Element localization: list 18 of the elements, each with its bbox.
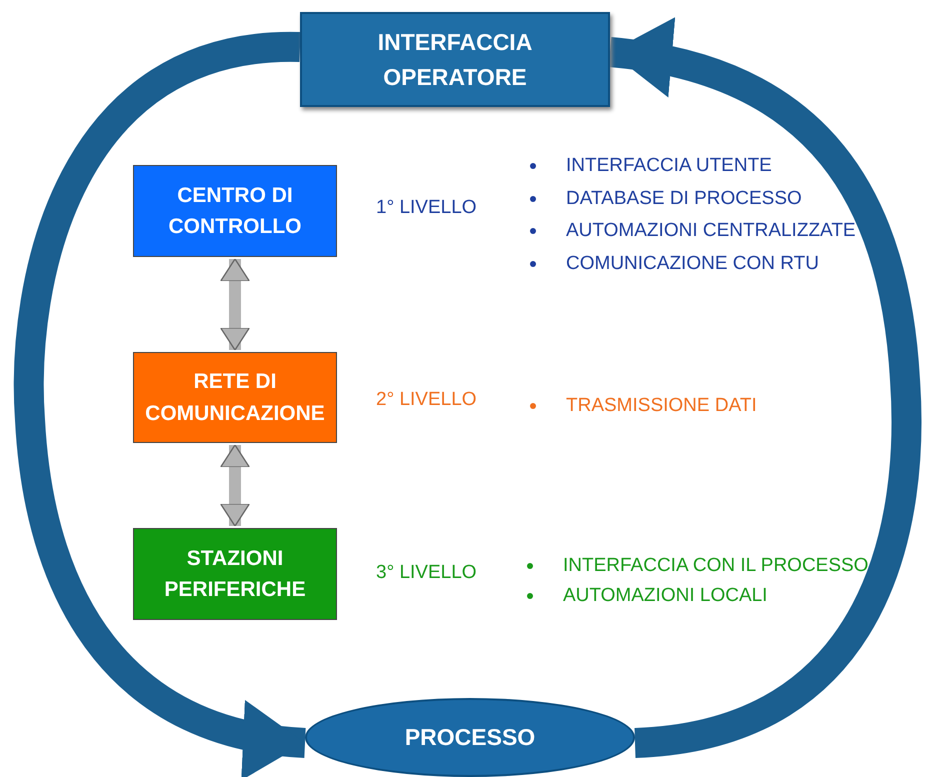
double-arrow <box>220 258 250 351</box>
process-ellipse: PROCESSO <box>305 698 635 777</box>
double-arrow <box>220 444 250 527</box>
level-label: 2° LIVELLO <box>376 389 477 411</box>
process-box: CENTRO DI CONTROLLO <box>133 165 337 257</box>
level-label: 1° LIVELLO <box>376 197 477 219</box>
curved-arrow <box>14 32 307 777</box>
bullet-text: COMUNICAZIONE CON RTU <box>566 253 819 275</box>
bullet-text: INTERFACCIA CON IL PROCESSO <box>563 555 868 577</box>
process-box: RETE DI COMUNICAZIONE <box>133 352 337 443</box>
title-box: INTERFACCIA OPERATORE <box>300 12 610 107</box>
bullet-text: DATABASE DI PROCESSO <box>566 188 802 210</box>
bullet-text: TRASMISSIONE DATI <box>566 395 757 417</box>
process-box: STAZIONI PERIFERICHE <box>133 528 337 620</box>
level-label: 3° LIVELLO <box>376 562 477 584</box>
bullet-text: AUTOMAZIONI LOCALI <box>563 585 768 607</box>
bullet-text: INTERFACCIA UTENTE <box>566 155 772 177</box>
bullet-text: AUTOMAZIONI CENTRALIZZATE <box>566 220 856 242</box>
